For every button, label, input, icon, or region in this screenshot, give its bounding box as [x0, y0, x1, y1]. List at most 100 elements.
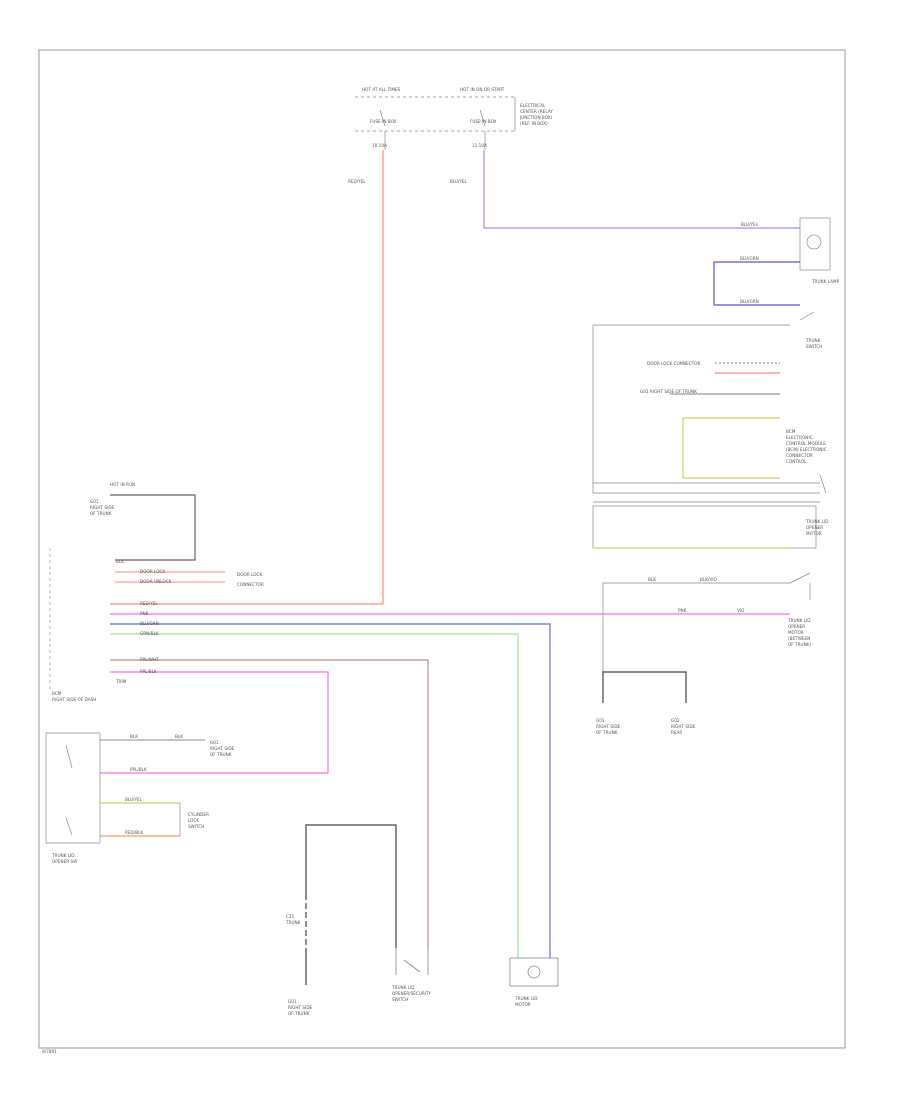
- fuse-id-left: 10 10A: [372, 143, 387, 148]
- bcm-conn-3: CONTROL MODULE: [786, 441, 826, 446]
- bcm-conn-6: CONTROL: [786, 459, 807, 464]
- bottom-c-1: C21: [286, 914, 295, 919]
- diagram-frame: [38, 49, 846, 1049]
- wire-blu-grn-1: BLU/GRN: [740, 256, 759, 261]
- bottom-left-conn-2: OPENER SW: [52, 859, 77, 864]
- wire-blk-bl2-label: BLK: [175, 734, 183, 739]
- pin-label: RED/YEL: [140, 601, 158, 606]
- bottom-left-conn-1: TRUNK LID: [51, 853, 75, 858]
- opener-switch-module: [45, 732, 101, 844]
- pin-label: BLU/GRN: [140, 621, 159, 626]
- trunk-lid-conn-3: MOTOR: [788, 630, 804, 635]
- trunk-lid-sw-3: SWITCH: [392, 997, 408, 1002]
- fuse-id-right: 11 10A: [472, 143, 487, 148]
- wire-gnd-loop-right: [602, 671, 687, 703]
- relay-box: [592, 505, 817, 549]
- wire-mauve: [110, 659, 429, 948]
- fuse-right-header: HOT IN ON OR START: [460, 87, 505, 92]
- bl-gnd-3: OF TRUNK: [210, 752, 232, 757]
- trunk-lid-motor-box: [509, 957, 559, 987]
- fuse-block-top: [355, 96, 516, 150]
- bcm-conn-1: BCM: [786, 429, 796, 434]
- trunk-lid-opener-block: [602, 572, 811, 703]
- wire-ppl-blk-label: PPL/BLK: [130, 767, 147, 772]
- g-right-3: REAR: [671, 730, 682, 735]
- wire-yel-grn-upper: [682, 417, 780, 479]
- g-left-2: RIGHT SIDE: [596, 724, 621, 729]
- left-gnd-3: OF TRUNK: [90, 511, 112, 516]
- trunk-lid-conn-2: OPENER: [788, 624, 805, 629]
- wire-vio-label: VIO: [737, 608, 745, 613]
- wire-magenta-left: [100, 671, 329, 774]
- cyl-conn-3: SWITCH: [188, 824, 204, 829]
- fuse-note-3: JUNCTION BOX): [519, 115, 553, 120]
- bcm-left-2: RIGHT SIDE OF DASH: [52, 697, 96, 702]
- wire-bottom-loop: [305, 824, 397, 985]
- wire-blu-yel-label-2: BLU/YEL: [741, 222, 759, 227]
- wire-red-yel: [110, 150, 384, 605]
- trunk-lid-sw-2: OPENER/SECURITY: [392, 991, 432, 996]
- g-left-1: G01: [596, 718, 605, 723]
- wire-left-top: [110, 494, 196, 561]
- pin-label: BLK: [116, 559, 124, 564]
- bcm-conn-5: CONNECTOR: [786, 453, 813, 458]
- trunk-switch-label-2: SWITCH: [806, 344, 822, 349]
- fuse-left-box: FUSE IN BOX: [370, 119, 397, 124]
- left-gnd-2: RIGHT SIDE: [90, 505, 115, 510]
- cyl-conn-1: CYLINDER: [188, 812, 209, 817]
- wire-blu-yel-label: BLU/YEL: [450, 179, 468, 184]
- trunk-lid-sw-1: TRUNK LID: [391, 985, 415, 990]
- trunk-lid-switch: [395, 948, 429, 975]
- cyl-conn-2: LOCK: [188, 818, 199, 823]
- relay-label-3: MOTOR: [806, 531, 822, 536]
- fuse-right-box: FUSE IN BOX: [470, 119, 497, 124]
- trunk-lid-conn-4: (BETWEEN: [788, 636, 810, 641]
- side-note-2: CONNECTOR: [237, 582, 264, 587]
- fuse-left-header: HOT AT ALL TIMES: [362, 87, 401, 92]
- relay-label-2: OPENER: [806, 525, 823, 530]
- wire-blu-yel-b-label: BLU/YEL: [125, 797, 143, 802]
- gb-3: OF TRUNK: [288, 1011, 310, 1016]
- bcm-left-1: BCM: [52, 691, 62, 696]
- g-right-2: RIGHT SIDE: [671, 724, 696, 729]
- trunk-lid-conn-1: TRUNK LID: [787, 618, 811, 623]
- trunk-lid-conn-5: OF TRUNK): [788, 642, 811, 647]
- wire-red-yel-label: RED/YEL: [348, 179, 366, 184]
- trunk-switch-block: [592, 311, 827, 503]
- g-left-3: OF TRUNK: [596, 730, 618, 735]
- bcm-pin-labels: BLK DOOR LOCK DOOR UNLOCK RED/YEL PNK BL…: [115, 559, 172, 684]
- door-lock-conn-label: DOOR LOCK CONNECTOR: [647, 361, 700, 366]
- left-gnd-1: G01: [90, 499, 99, 504]
- trunk-lamp-box: [799, 217, 831, 271]
- relay-label-1: TRUNK LID: [805, 519, 829, 524]
- motor-icon: [527, 965, 541, 979]
- corner-code: W7891: [42, 1049, 57, 1054]
- wire-blu-grn-2: BLU/GRN: [740, 299, 759, 304]
- trunk-lamp-icon: [806, 234, 822, 250]
- gb-2: RIGHT SIDE: [288, 1005, 313, 1010]
- bottom-c-2: TRUNK: [285, 920, 301, 925]
- pin-label: PPL/WHT: [140, 657, 159, 662]
- gnd-right-label: G01 RIGHT SIDE OF TRUNK: [640, 389, 697, 394]
- wire-blk-label: BLK: [648, 577, 656, 582]
- fuse-note-2: CENTER (RELAY: [520, 109, 553, 114]
- wire-pnk-label: PNK: [678, 608, 687, 613]
- pin-label: GRN/BLK: [140, 631, 159, 636]
- wire-blu-right: [110, 623, 551, 958]
- pin-label: PPL/BLK: [140, 669, 157, 674]
- trunk-lid-motor-2: MOTOR: [515, 1002, 531, 1007]
- bl-gnd-2: RIGHT SIDE: [210, 746, 235, 751]
- trunk-lid-motor-1: TRUNK LID: [514, 996, 538, 1001]
- trunk-switch-label-1: TRUNK: [805, 338, 821, 343]
- fuse-note-1: ELECTRICAL: [520, 103, 546, 108]
- pin-label: PNK: [140, 611, 149, 616]
- wire-green: [110, 633, 519, 958]
- wire-blk-bl-label: BLK: [130, 734, 138, 739]
- left-conn-header: HOT IN RUN: [110, 482, 135, 487]
- pin-label: DOOR UNLOCK: [140, 579, 172, 584]
- g-right-1: G02: [671, 718, 680, 723]
- bcm-conn-2: ELECTRONIC: [786, 435, 813, 440]
- wire-blu-yel: [483, 150, 800, 229]
- side-note-1: DOOR LOCK: [237, 572, 262, 577]
